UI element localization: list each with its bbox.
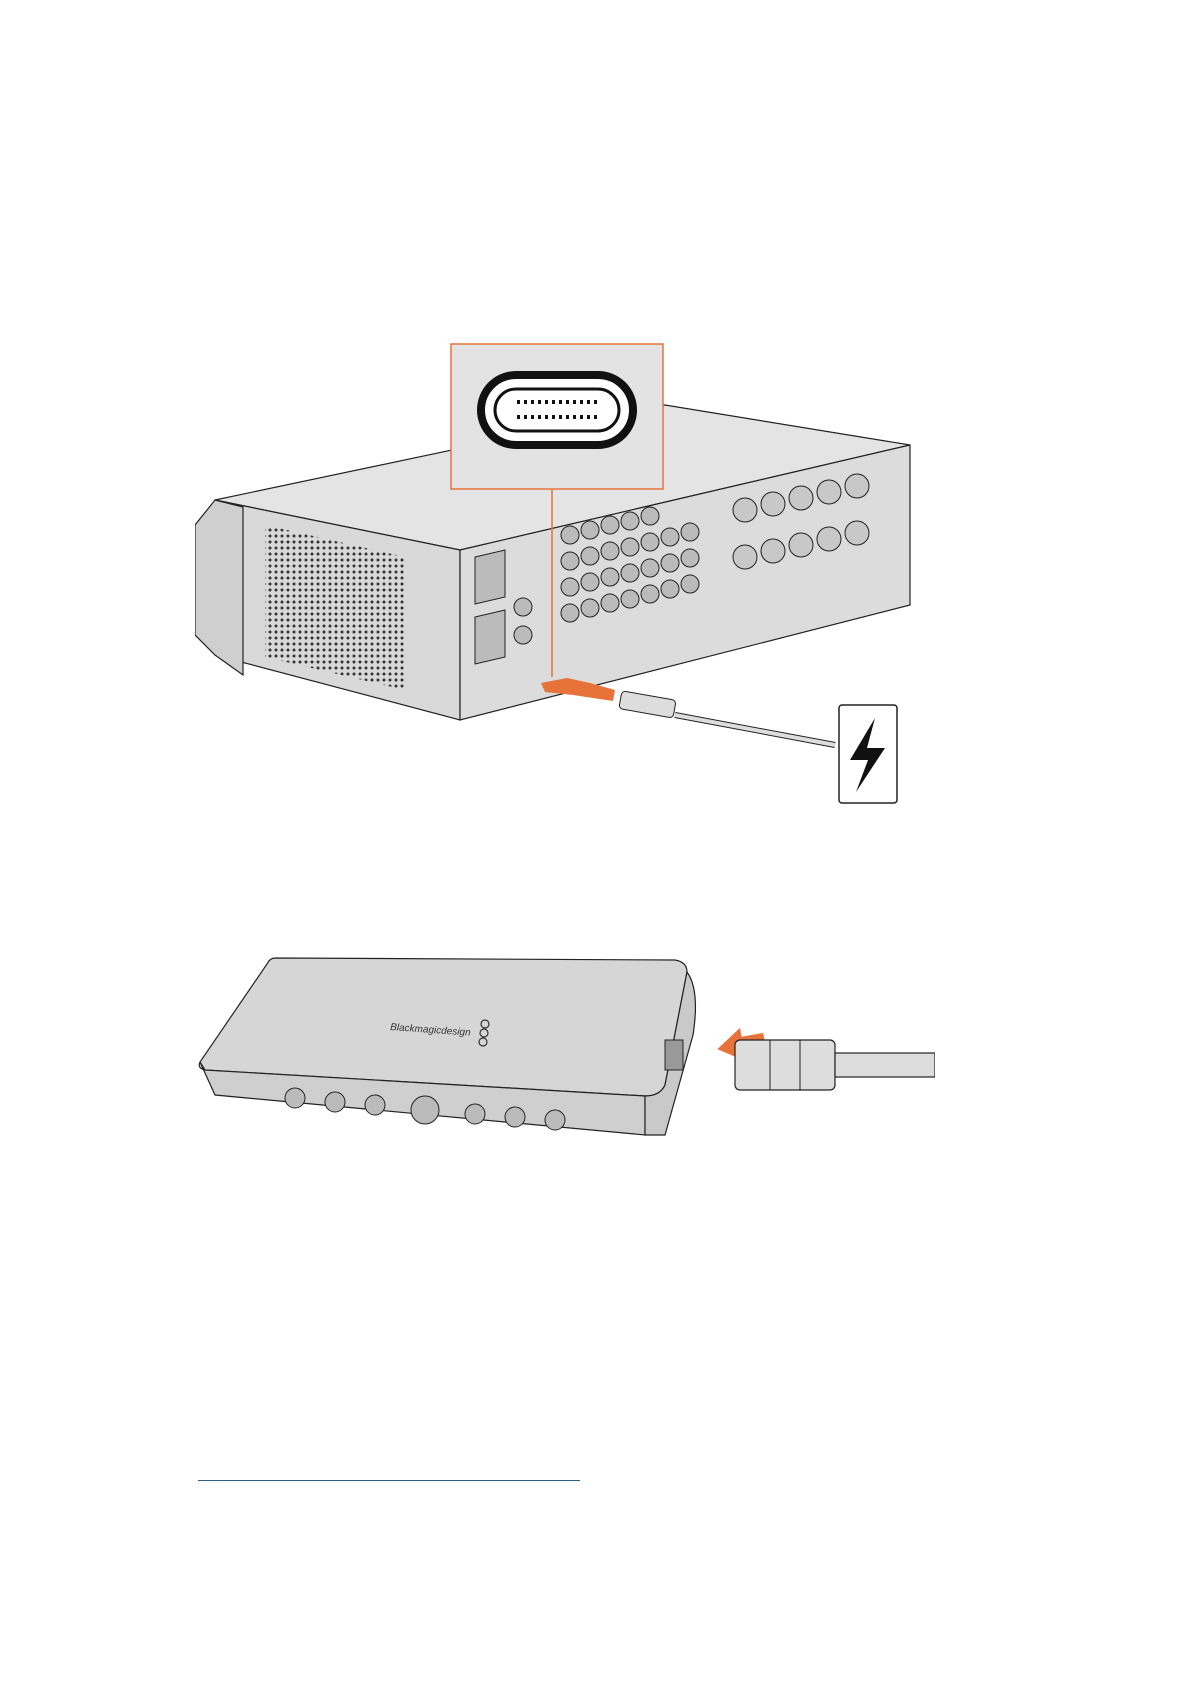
usb-c-port-icon: [477, 371, 637, 449]
brand-logo-circles: [478, 1019, 490, 1047]
vent-grille: [265, 525, 405, 690]
footnote-divider: [198, 1480, 580, 1481]
desktop-unit-illustration: Blackmagicdesign: [198, 957, 935, 1136]
power-socket: [474, 609, 506, 665]
rack-ear: [195, 499, 244, 677]
desktop-unit-side: [644, 970, 697, 1136]
bnc-connectors: [513, 506, 700, 645]
insert-arrow: [541, 678, 615, 701]
rack-unit-illustration: [195, 343, 911, 804]
usb-plug: [734, 1039, 836, 1091]
usb-port: [664, 1039, 684, 1071]
power-socket: [474, 549, 506, 605]
usb-cable: [834, 1052, 935, 1078]
front-connectors: [284, 1087, 566, 1131]
xlr-connectors: [732, 473, 870, 570]
usb-c-plug: [618, 690, 676, 718]
